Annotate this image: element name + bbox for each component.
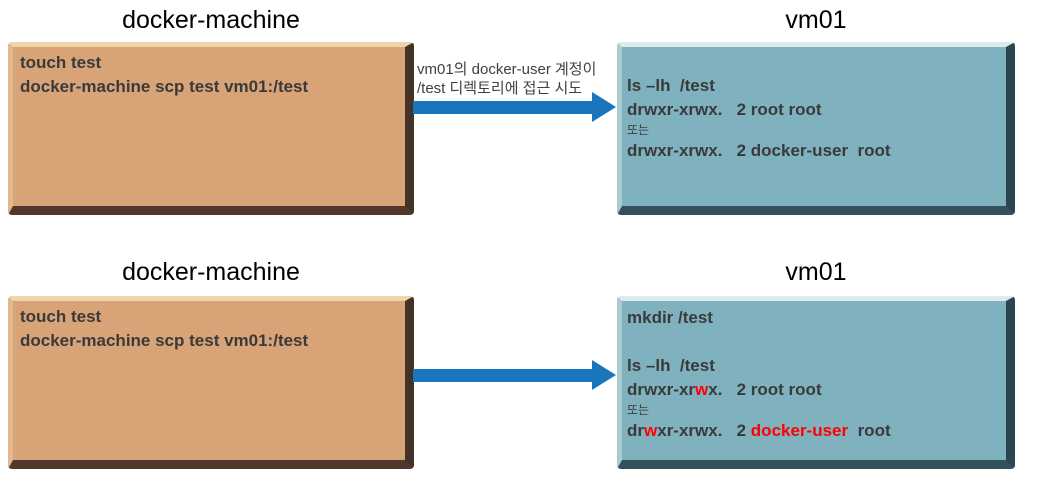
terminal-line-scp-command: docker-machine scp test vm01:/test	[20, 331, 309, 350]
terminal-line-or: 또는	[627, 123, 650, 137]
row2-docker-machine-title: docker-machine	[122, 258, 300, 286]
row1-docker-machine-box: touch test docker-machine scp test vm01:…	[8, 42, 414, 215]
arrow-label-line2: /test 디렉토리에 접근 시도	[417, 80, 583, 97]
terminal-line-perm-root: drwxr-xrwx. 2 root root	[627, 380, 822, 399]
row2-vm01-title: vm01	[785, 258, 847, 286]
row1-arrow-label: vm01의 docker-user 계정이 /test 디렉토리에 접근 시도	[417, 60, 596, 98]
row2-right-arrow-icon	[413, 360, 616, 390]
terminal-line-scp-command: docker-machine scp test vm01:/test	[20, 77, 309, 96]
row2-docker-machine-box: touch test docker-machine scp test vm01:…	[8, 296, 414, 469]
terminal-line-mkdir: mkdir /test	[627, 308, 713, 327]
arrow-head	[592, 92, 616, 122]
row2-vm01-box: mkdir /test ls –lh /test drwxr-xrwx. 2 r…	[617, 296, 1015, 469]
row1-right-arrow-icon	[413, 92, 616, 122]
row1-docker-machine-title: docker-machine	[122, 6, 300, 34]
terminal-line-ls: ls –lh /test	[627, 76, 715, 95]
arrow-head	[592, 360, 616, 390]
terminal-line-ls: ls –lh /test	[627, 356, 715, 375]
terminal-line-blank	[627, 330, 1002, 354]
arrow-shaft	[413, 100, 592, 114]
terminal-line-perm-root: drwxr-xrwx. 2 root root	[627, 100, 822, 119]
arrow-shaft	[413, 368, 592, 382]
row1-vm01-box: ls –lh /test drwxr-xrwx. 2 root root 또는 …	[617, 42, 1015, 215]
terminal-line-perm-docker-user: drwxr-xrwx. 2 docker-user root	[627, 421, 891, 440]
arrow-label-line1: vm01의 docker-user 계정이	[417, 61, 597, 78]
terminal-line-touch-test: touch test	[20, 53, 102, 72]
terminal-line-touch-test: touch test	[20, 307, 102, 326]
terminal-line-or: 또는	[627, 403, 650, 417]
terminal-line-perm-docker-user: drwxr-xrwx. 2 docker-user root	[627, 141, 891, 160]
row1-vm01-title: vm01	[785, 6, 847, 34]
